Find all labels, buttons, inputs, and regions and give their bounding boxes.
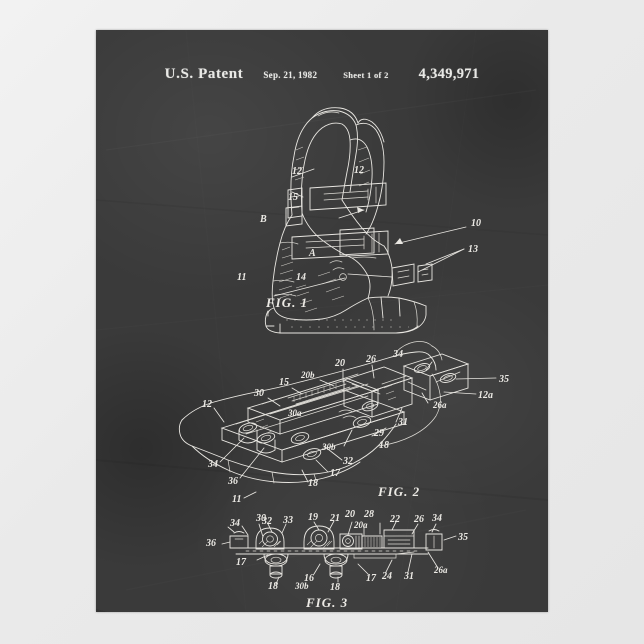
fig1-label-10: 10 bbox=[471, 218, 481, 229]
fig3-label-18-left: 18 bbox=[268, 581, 278, 592]
patent-sheet: Sheet 1 of 2 bbox=[343, 70, 389, 80]
fig1-label-14: 14 bbox=[296, 272, 306, 283]
fig3-label-35: 35 bbox=[457, 532, 468, 543]
figure-2-buckle-assembly bbox=[178, 341, 497, 499]
fig3-label-24: 24 bbox=[381, 571, 392, 582]
fig2-label-20b: 20b bbox=[300, 370, 315, 380]
fig3-label-30: 30 bbox=[255, 513, 266, 524]
fig3-label-20: 20 bbox=[344, 509, 355, 520]
fig3-caption: FIG. 3 bbox=[305, 595, 348, 610]
fig2-label-17: 17 bbox=[330, 468, 341, 479]
fig3-label-28: 28 bbox=[363, 509, 374, 520]
fig3-label-32: 32 bbox=[261, 516, 272, 527]
fig2-label-15: 15 bbox=[279, 377, 289, 388]
fig1-label-11: 11 bbox=[237, 272, 246, 283]
fig2-label-18-right: 18 bbox=[379, 440, 389, 451]
fig2-label-26a: 26a bbox=[432, 400, 447, 410]
fig2-label-18-left: 18 bbox=[308, 478, 318, 489]
fig3-label-17-right: 17 bbox=[366, 573, 377, 584]
figure-1-callouts: 12 15 B 10 13 11 A 14 FIG. 1 bbox=[237, 166, 481, 310]
fig2-label-30: 30 bbox=[253, 388, 264, 399]
fig3-label-20a: 20a bbox=[353, 520, 368, 530]
fig3-label-19: 19 bbox=[308, 512, 318, 523]
fig1-label-12: 12 bbox=[292, 166, 302, 177]
fig1-label-15: 15 bbox=[288, 192, 298, 203]
figure-3-callouts: 30 34 36 32 33 19 21 20 28 20a 22 26 34 … bbox=[205, 509, 468, 610]
fig3-label-34-right: 34 bbox=[431, 513, 442, 524]
fig3-label-16: 16 bbox=[304, 573, 314, 584]
fig1-caption: FIG. 1 bbox=[265, 295, 308, 310]
fig1-ref-12: 12 bbox=[354, 165, 364, 176]
fig3-label-33: 33 bbox=[282, 515, 293, 526]
fig2-label-31: 31 bbox=[397, 417, 408, 428]
fig3-label-26: 26 bbox=[413, 514, 424, 525]
fig1-label-B: B bbox=[259, 214, 267, 225]
fig2-label-30a: 30a bbox=[287, 408, 302, 418]
fig2-label-29: 29 bbox=[373, 428, 384, 439]
fig3-label-30b: 30b bbox=[294, 581, 309, 591]
fig3-label-18-right: 18 bbox=[330, 582, 340, 593]
patent-number: 4,349,971 bbox=[418, 66, 480, 82]
patent-poster: U.S. Patent Sep. 21, 1982 Sheet 1 of 2 4… bbox=[96, 30, 548, 612]
figure-3-buckle-elevation bbox=[221, 520, 457, 585]
fig3-label-36: 36 bbox=[205, 538, 216, 549]
fig3-label-26a: 26a bbox=[433, 565, 448, 575]
fig2-label-36: 36 bbox=[227, 476, 238, 487]
fig1-label-A: A bbox=[308, 248, 316, 259]
fig2-caption: FIG. 2 bbox=[377, 484, 420, 499]
figure-1-ski-boot: 12 bbox=[264, 107, 467, 334]
fig2-label-30b: 30b bbox=[321, 442, 336, 452]
patent-title: U.S. Patent bbox=[164, 66, 244, 82]
fig3-label-17-left: 17 bbox=[236, 557, 247, 568]
fig2-label-12: 12 bbox=[202, 399, 212, 410]
figure-2-callouts: 34 35 12a 26a 26 20 20b 15 30 30a 12 30b… bbox=[202, 349, 509, 505]
fig2-label-20: 20 bbox=[334, 358, 345, 369]
fig2-label-34-bottom: 34 bbox=[207, 459, 218, 470]
fig3-label-22: 22 bbox=[389, 514, 400, 525]
patent-date: Sep. 21, 1982 bbox=[263, 70, 318, 80]
fig2-label-11: 11 bbox=[232, 494, 241, 505]
fig2-label-35: 35 bbox=[498, 374, 509, 385]
fig3-label-34-left: 34 bbox=[229, 518, 240, 529]
fig3-label-21: 21 bbox=[329, 513, 340, 524]
fig1-label-13: 13 bbox=[468, 244, 478, 255]
patent-drawings: 12 12 15 B bbox=[178, 107, 509, 610]
fig2-label-26: 26 bbox=[365, 354, 376, 365]
fig3-label-31: 31 bbox=[403, 571, 414, 582]
patent-header: U.S. Patent Sep. 21, 1982 Sheet 1 of 2 4… bbox=[96, 66, 548, 83]
fig2-label-32: 32 bbox=[342, 456, 353, 467]
fig2-label-12a: 12a bbox=[478, 390, 493, 401]
fig2-label-34-top: 34 bbox=[392, 349, 403, 360]
